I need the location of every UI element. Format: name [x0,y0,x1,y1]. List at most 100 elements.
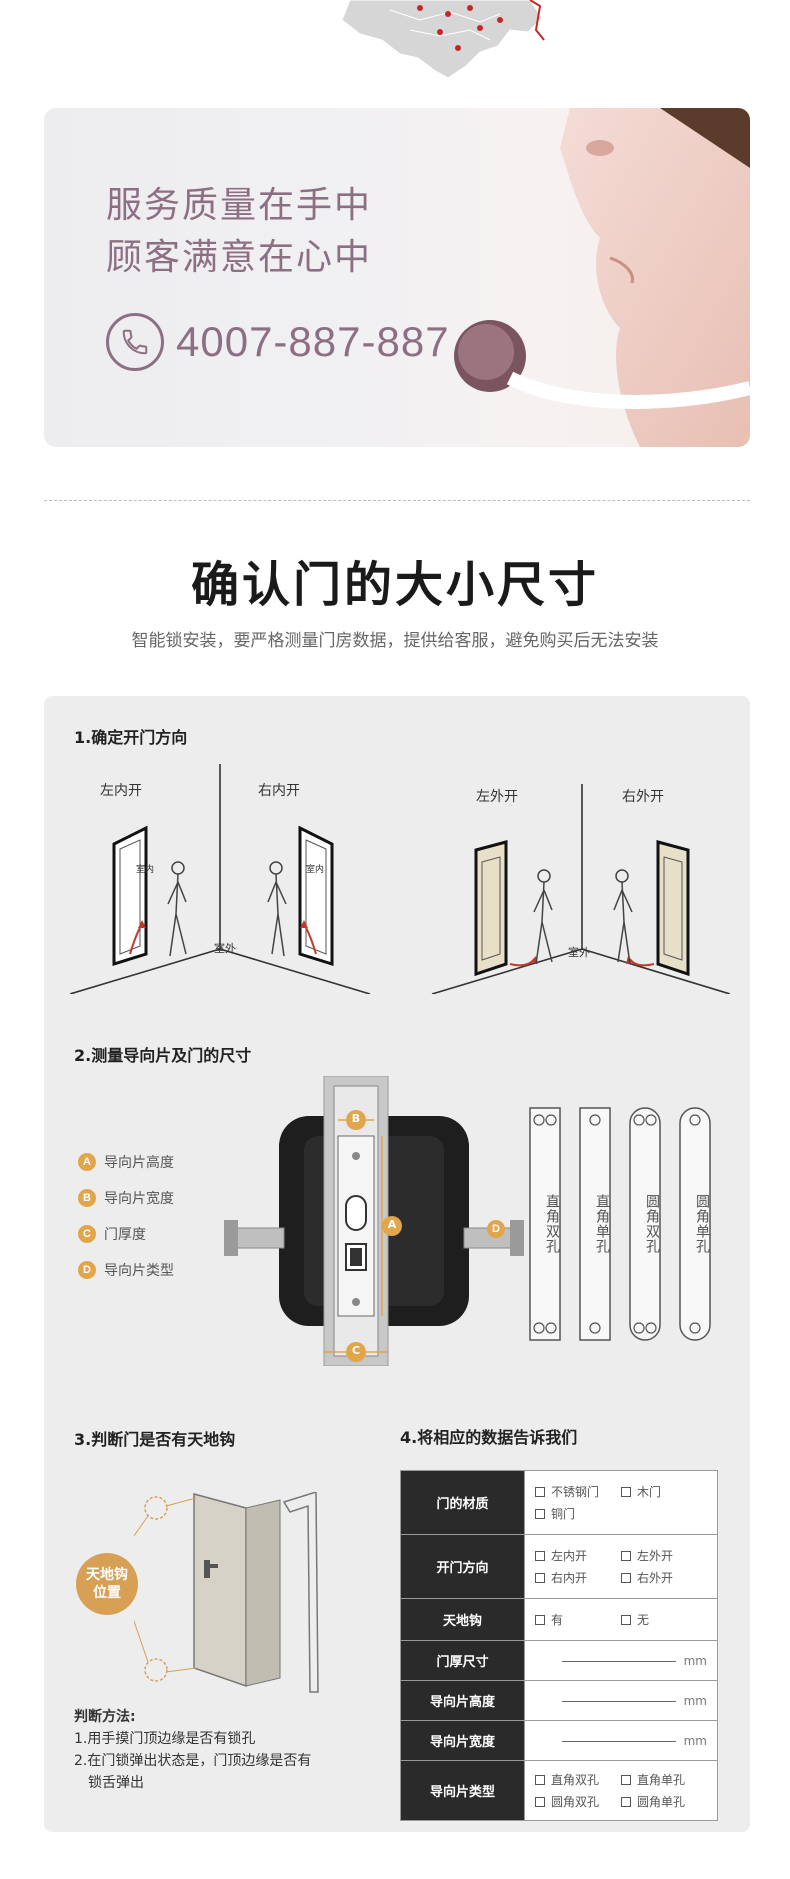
china-map-fragment [341,0,545,78]
hotline-number: 4007-887-887 [176,318,450,365]
legend-item-a: A 导向片高度 [78,1153,174,1171]
row-thickness: 门厚尺寸 mm [400,1640,718,1681]
section2-title: 2.测量导向片及门的尺寸 [74,1046,252,1065]
floor-hook-diagram [134,1492,319,1693]
lock-illustration [224,1076,524,1366]
checkbox-icon [621,1550,631,1561]
legend-a-label: 导向片高度 [104,1155,174,1171]
section1-title: 1.确定开门方向 [74,728,188,747]
row-plate-height: 导向片高度 mm [400,1680,718,1721]
row-plate-type: 导向片类型 直角双孔直角单孔 圆角双孔圆角单孔 [400,1760,718,1821]
door-left-inner [112,825,148,967]
plate-width-label: 导向片宽度 [400,1720,525,1761]
row-hook: 天地钩 有无 [400,1598,718,1641]
checkbox-icon [621,1774,631,1785]
door-measure-panel: 1.确定开门方向 [44,696,750,1832]
plate-type-2: 直角单孔 [594,1194,610,1254]
row-material: 门的材质 不锈钢门木门 铜门 [400,1470,718,1535]
badge-line-2: 位置 [93,1585,121,1601]
plate-type-1: 直角双孔 [544,1194,560,1254]
plate-height-input-line[interactable] [561,1700,676,1702]
thickness-label: 门厚尺寸 [400,1640,525,1681]
checkbox-icon [535,1796,545,1807]
thickness-unit: mm [683,1653,707,1668]
material-label: 门的材质 [400,1470,525,1535]
legend-b-label: 导向片宽度 [104,1191,174,1207]
label-outdoor-inner: 室外 [214,942,236,955]
legend-item-b: B 导向片宽度 [78,1189,174,1207]
checkbox-icon [621,1486,631,1497]
marker-c: C [351,1344,361,1357]
legend-b-marker: B [78,1189,96,1207]
legend-d-label: 导向片类型 [104,1263,174,1279]
opt-stainless[interactable]: 不锈钢门 [535,1481,621,1503]
opt-right-double[interactable]: 直角双孔 [535,1769,621,1791]
opt-hook-no[interactable]: 无 [621,1609,707,1631]
opt-right-inner[interactable]: 右内开 [535,1567,621,1589]
label-indoor-left: 室内 [136,865,155,875]
opt-right-outer[interactable]: 右外开 [621,1567,707,1589]
plate-height-unit: mm [683,1693,707,1708]
door-right-inner [298,825,334,967]
method-title: 判断方法: [74,1709,136,1725]
plate-type-4: 圆角单孔 [694,1194,710,1254]
label-outdoor-outer: 室外 [568,946,590,959]
checkbox-icon [535,1550,545,1561]
phone-icon [106,313,164,371]
opt-round-double[interactable]: 圆角双孔 [535,1791,621,1813]
opt-left-outer[interactable]: 左外开 [621,1545,707,1567]
checkbox-icon [535,1508,545,1519]
method-step-1: 1.用手摸门顶边缘是否有锁孔 [74,1731,256,1747]
badge-line-1: 天地钩 [86,1567,128,1583]
check-method: 判断方法: 1.用手摸门顶边缘是否有锁孔 2.在门锁弹出状态是，门顶边缘是否有 … [74,1706,311,1794]
label-right-outer: 右外开 [622,789,664,805]
section3-title: 3.判断门是否有天地钩 [74,1430,236,1449]
checkbox-icon [535,1614,545,1625]
floor-hook-badge: 天地钩 位置 [76,1553,138,1615]
checkbox-icon [621,1796,631,1807]
door-left-outer [474,840,538,977]
checkbox-icon [621,1614,631,1625]
door-right-outer [626,840,690,977]
method-step-2b: 锁舌弹出 [88,1775,144,1791]
plate-height-label: 导向片高度 [400,1680,525,1721]
plate-type-label: 导向片类型 [400,1760,525,1821]
direction-label: 开门方向 [400,1534,525,1599]
label-indoor-right: 室内 [306,865,325,875]
opt-left-inner[interactable]: 左内开 [535,1545,621,1567]
page-title: 确认门的大小尺寸 [190,557,599,613]
plate-width-input-line[interactable] [561,1740,676,1742]
slogan-line-2: 顾客满意在心中 [106,237,373,278]
hook-label: 天地钩 [400,1598,525,1641]
legend-a-marker: A [78,1153,96,1171]
opt-copper[interactable]: 铜门 [535,1503,621,1525]
checkbox-icon [621,1572,631,1583]
door-data-table: 门的材质 不锈钢门木门 铜门 开门方向 左内开左外开 右内开右外开 天地钩 有无… [400,1470,718,1821]
marker-b: B [351,1112,361,1125]
opt-right-single[interactable]: 直角单孔 [621,1769,707,1791]
row-direction: 开门方向 左内开左外开 右内开右外开 [400,1534,718,1599]
opt-hook-yes[interactable]: 有 [535,1609,621,1631]
method-step-2a: 2.在门锁弹出状态是，门顶边缘是否有 [74,1753,312,1769]
opt-round-single[interactable]: 圆角单孔 [621,1791,707,1813]
marker-d: D [487,1220,505,1238]
customer-service-photo [454,108,750,447]
door-direction-diagram [70,764,730,994]
checkbox-icon [535,1774,545,1785]
service-banner: 服务质量在手中 顾客满意在心中 4007-887-887 [44,108,750,447]
thickness-input-line[interactable] [561,1660,676,1662]
plate-types-diagram [529,1107,711,1341]
hotline[interactable]: 4007-887-887 [106,313,450,371]
legend-c-label: 门厚度 [104,1227,146,1243]
checkbox-icon [535,1486,545,1497]
label-right-inner: 右内开 [258,783,300,799]
section-divider [44,500,750,501]
banner-slogan: 服务质量在手中 顾客满意在心中 [106,180,372,284]
page-subtitle: 智能锁安装，要严格测量门房数据，提供给客服，避免购买后无法安装 [131,631,659,651]
marker-a: A [387,1218,397,1231]
checkbox-icon [535,1572,545,1583]
opt-wood[interactable]: 木门 [621,1481,707,1503]
